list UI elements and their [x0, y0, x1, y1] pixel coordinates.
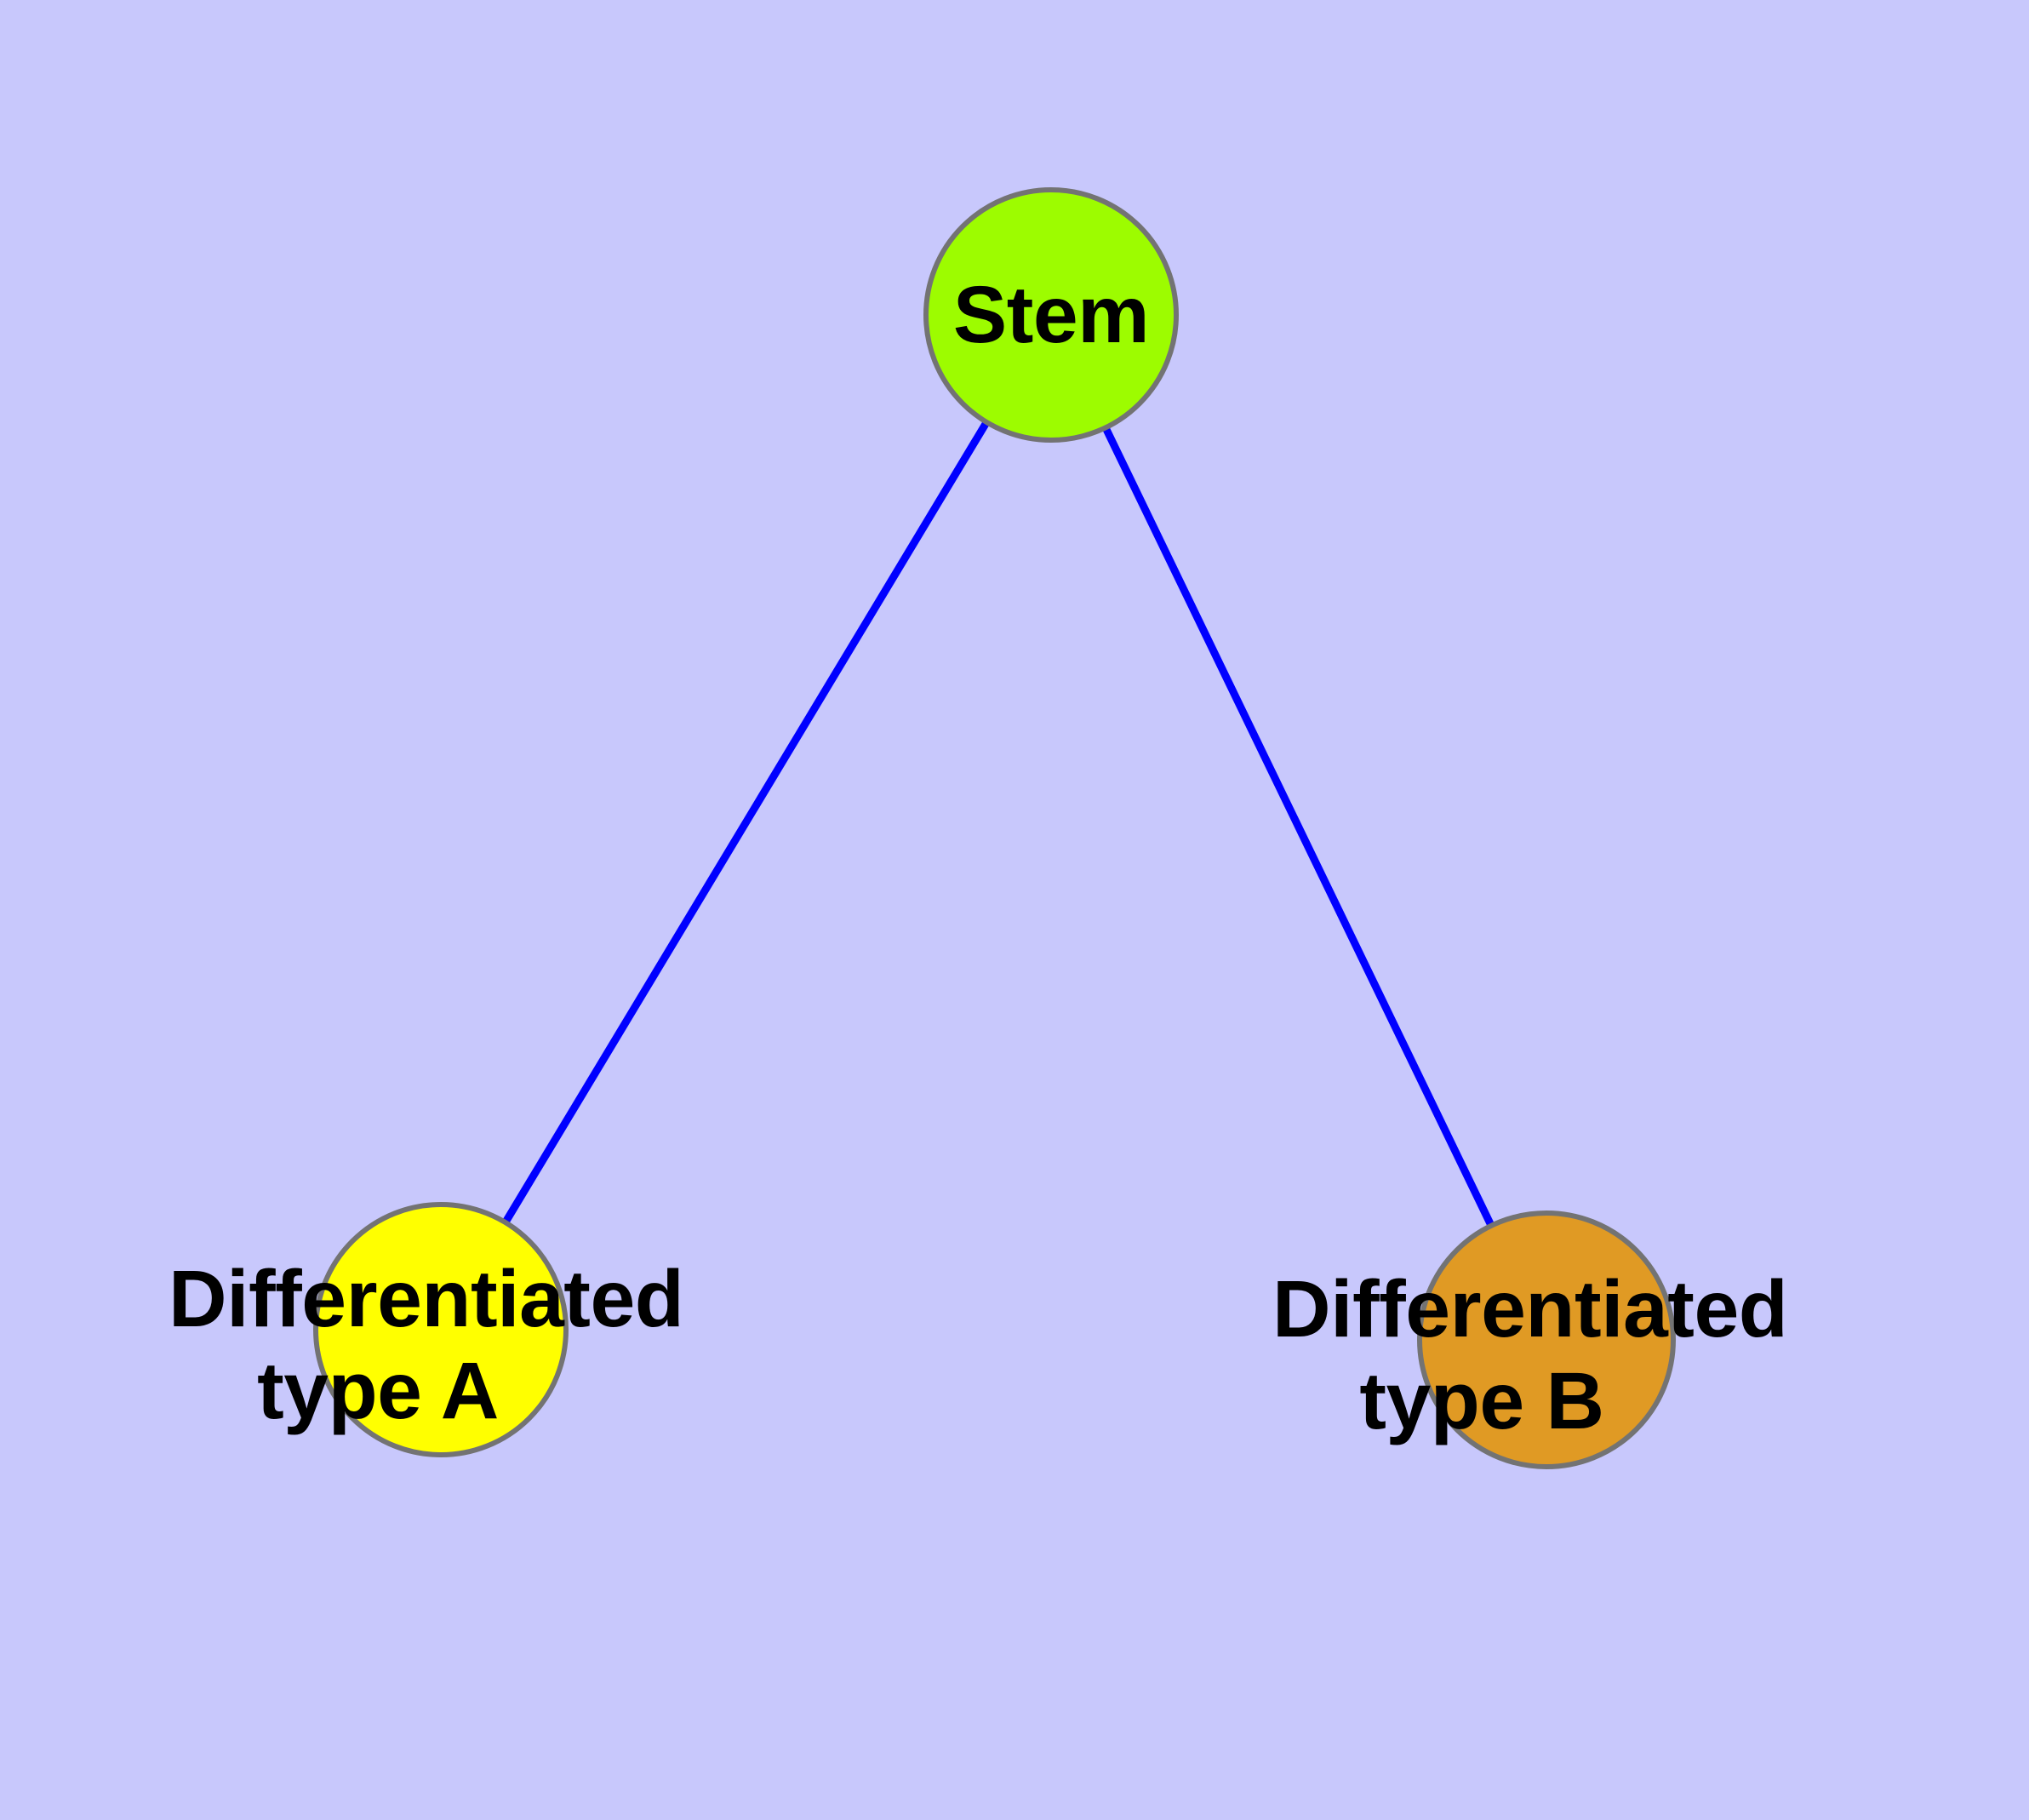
- node-stem[interactable]: [923, 187, 1179, 443]
- node-label-differentiated-type-b: Differentiated type B: [1272, 1264, 1788, 1446]
- edge-stem-to-type-a[interactable]: [437, 312, 1055, 1332]
- node-differentiated-type-b[interactable]: [1417, 1210, 1676, 1469]
- node-label-stem: Stem: [952, 270, 1150, 360]
- node-differentiated-type-a[interactable]: [313, 1202, 569, 1457]
- node-label-differentiated-type-a: Differentiated type A: [169, 1254, 684, 1436]
- edge-stem-to-type-b[interactable]: [1047, 313, 1551, 1342]
